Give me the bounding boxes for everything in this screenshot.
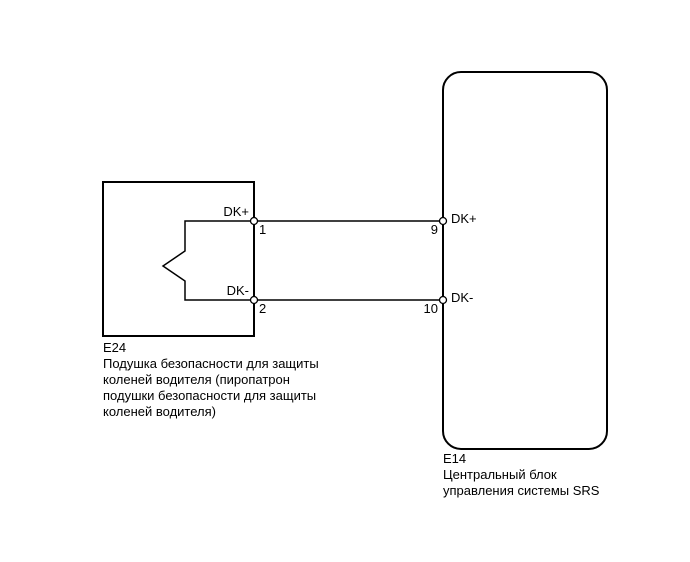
squib-symbol [161, 220, 254, 301]
right-component-desc-line: Центральный блок [443, 467, 557, 482]
airbag-squib-box [102, 181, 255, 337]
left-terminal-pin-2: 2 [259, 301, 266, 316]
left-component-desc-line: коленей водителя (пиропатрон [103, 372, 290, 387]
right-component-code: E14 [443, 451, 467, 466]
srs-ecu-box [442, 71, 608, 450]
left-component-desc-line: коленей водителя) [103, 404, 216, 419]
right-component-desc-line: управления системы SRS [443, 483, 600, 498]
right-component-caption: E14 Центральный блок управления системы … [443, 451, 599, 499]
left-component-caption: E24 Подушка безопасности для защиты коле… [103, 340, 319, 420]
terminal-left-2 [249, 295, 259, 305]
left-component-desc-line: Подушка безопасности для защиты [103, 356, 319, 371]
left-component-code: E24 [103, 340, 127, 355]
left-terminal-name-2: DK- [227, 283, 249, 298]
terminal-left-1 [249, 216, 259, 226]
left-terminal-pin-1: 1 [259, 222, 266, 237]
right-terminal-pin-10: 10 [424, 301, 438, 316]
right-terminal-name-9: DK+ [451, 211, 477, 226]
left-terminal-name-1: DK+ [223, 204, 249, 219]
terminal-right-9 [438, 216, 448, 226]
terminal-right-10 [438, 295, 448, 305]
right-terminal-pin-9: 9 [431, 222, 438, 237]
right-terminal-name-10: DK- [451, 290, 473, 305]
left-component-desc-line: подушки безопасности для защиты [103, 388, 317, 403]
